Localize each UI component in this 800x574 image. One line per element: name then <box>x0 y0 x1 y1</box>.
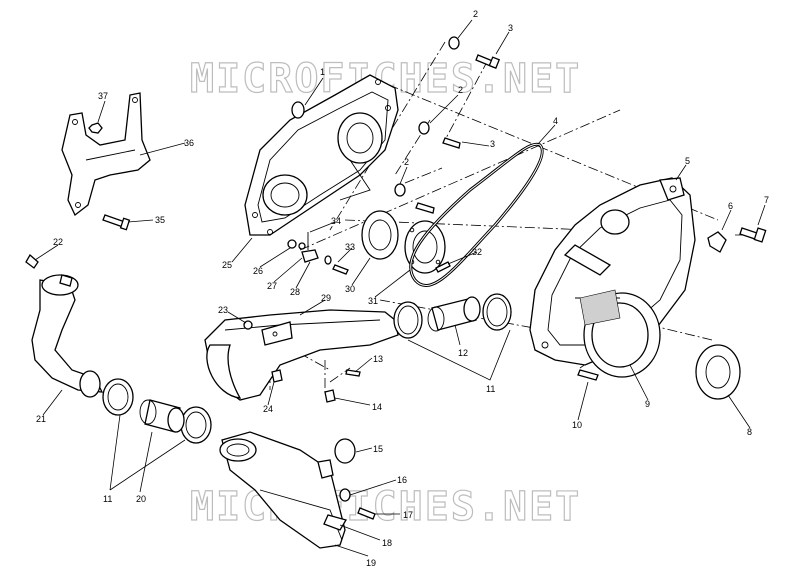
intake-duct <box>204 309 399 401</box>
callouts: 1 2 2 2 3 3 4 5 6 7 8 9 10 11 11 12 13 1… <box>36 9 769 568</box>
lower-intake-box <box>219 431 346 549</box>
callout-36: 36 <box>184 138 194 148</box>
plate-bolt <box>435 261 451 273</box>
callout-17: 17 <box>403 510 413 520</box>
watermark-bottom: MICROFICHES.NET <box>190 484 581 530</box>
callout-6: 6 <box>728 201 733 211</box>
drive-belt <box>409 142 544 287</box>
callout-37: 37 <box>98 91 108 101</box>
callout-21: 21 <box>36 414 46 424</box>
small-hardware <box>287 232 349 275</box>
washer-1 <box>291 101 305 119</box>
callout-14: 14 <box>372 402 382 412</box>
callout-19: 19 <box>366 558 376 568</box>
bracket-nut <box>88 122 103 134</box>
callout-11: 11 <box>103 494 112 504</box>
callout-13: 13 <box>373 354 383 364</box>
callout-30: 30 <box>345 284 355 294</box>
callout-28: 28 <box>290 287 300 297</box>
callout-9: 9 <box>645 399 650 409</box>
duct-hardware <box>271 369 361 403</box>
outer-cover <box>529 177 696 378</box>
callout-4: 4 <box>553 116 558 126</box>
callout-26: 26 <box>253 266 263 276</box>
callout-5: 5 <box>685 156 690 166</box>
callout-2: 2 <box>458 85 463 95</box>
leader-lines <box>34 19 766 557</box>
callout-11: 11 <box>486 384 495 394</box>
washers-and-bolts <box>394 36 501 214</box>
cover-screw <box>739 227 767 243</box>
mounting-bracket <box>61 92 151 217</box>
gasket <box>695 344 741 400</box>
clamps-upper <box>393 293 512 339</box>
callout-7: 7 <box>764 195 769 205</box>
clamps-lower <box>102 378 212 444</box>
callout-22: 22 <box>53 237 63 247</box>
callout-15: 15 <box>373 444 383 454</box>
callout-29: 29 <box>321 293 331 303</box>
callout-2: 2 <box>473 9 478 19</box>
callout-24: 24 <box>263 404 273 414</box>
callout-31: 31 <box>368 296 378 306</box>
callout-10: 10 <box>572 420 582 430</box>
callout-2: 2 <box>404 157 409 167</box>
sleeve-20 <box>139 399 185 433</box>
callout-23: 23 <box>218 305 228 315</box>
callout-12: 12 <box>458 348 468 358</box>
sleeve-12 <box>427 296 481 332</box>
bearing-plate <box>404 220 446 274</box>
callout-1: 1 <box>320 67 325 77</box>
bracket-bolt <box>102 214 131 231</box>
inner-cover <box>244 74 399 236</box>
callout-3: 3 <box>508 23 513 33</box>
seal <box>361 210 399 260</box>
clamp-15 <box>334 438 356 464</box>
callout-32: 32 <box>472 247 482 257</box>
lower-duct <box>31 274 104 398</box>
callout-8: 8 <box>747 427 752 437</box>
callout-35: 35 <box>155 215 165 225</box>
callout-16: 16 <box>397 475 407 485</box>
cover-lower-screw <box>577 369 599 381</box>
callout-34: 34 <box>331 216 341 226</box>
callout-25: 25 <box>222 260 232 270</box>
cover-clip <box>707 231 727 253</box>
duct-screw <box>25 253 39 269</box>
callout-18: 18 <box>382 538 392 548</box>
callout-3: 3 <box>490 139 495 149</box>
callout-20: 20 <box>136 494 146 504</box>
intake-box-hardware <box>323 488 376 531</box>
callout-27: 27 <box>267 281 277 291</box>
callout-33: 33 <box>345 242 355 252</box>
